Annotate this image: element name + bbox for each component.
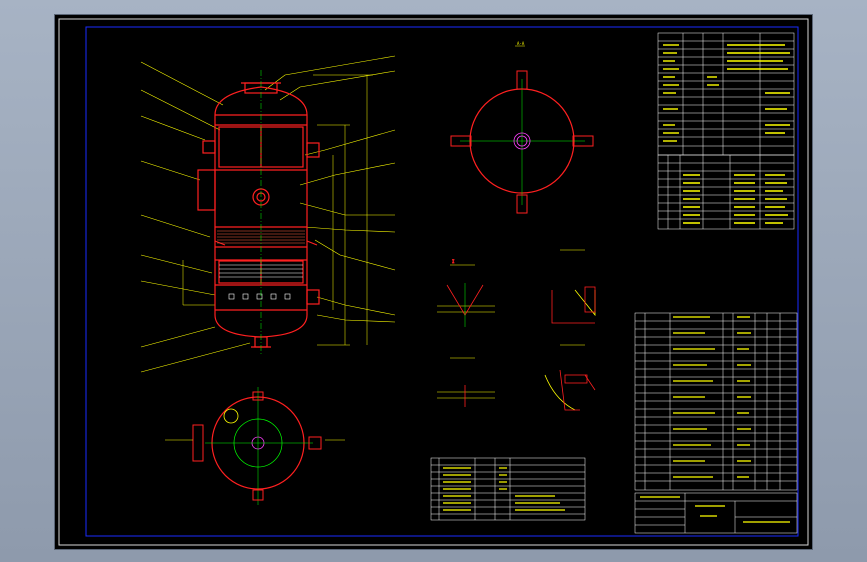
packing-hatch [217,230,305,244]
outer-border [58,18,809,546]
drawing-frame [85,26,799,537]
bill-of-materials [634,312,798,491]
drawing-sheet: A-A I [55,15,812,549]
svg-text:I: I [452,259,455,264]
leader-lines-right [264,55,396,323]
revision-table-text [443,467,565,511]
weld-details: I [437,249,596,411]
title-block-text [640,496,790,523]
technical-data-table [657,32,795,156]
nozzle-list-table [657,154,795,230]
section-a-label: A-A [517,41,525,46]
table-text-marks [663,44,790,224]
section-a-a: A-A [450,41,594,214]
bom-text-marks [673,316,751,478]
dimension-lines [182,74,373,346]
main-elevation-view [140,55,396,373]
leader-lines-left [140,61,251,373]
revision-table [430,457,586,521]
vessel-shell [197,82,320,348]
plan-view [165,387,345,505]
title-block [634,492,798,534]
